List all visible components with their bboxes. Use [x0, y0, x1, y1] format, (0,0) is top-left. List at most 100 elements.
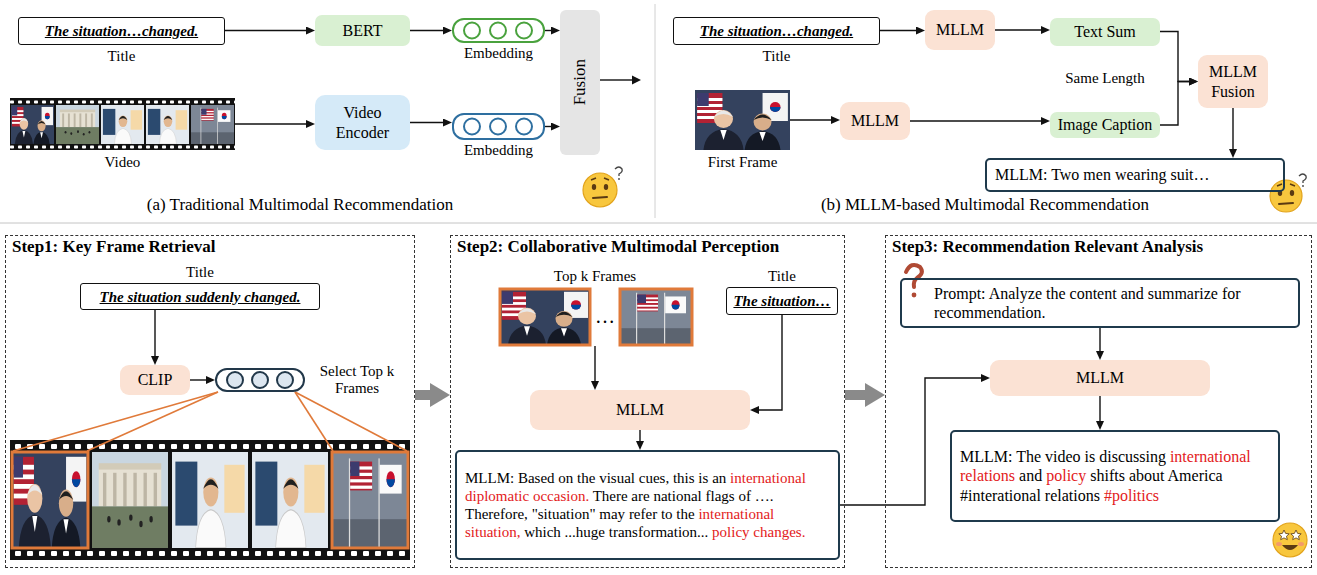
- step-panel: Step3: Recommendation Relevant AnalysisP…: [885, 235, 1312, 568]
- text-word: an: [712, 470, 730, 486]
- question-icon: [906, 265, 922, 287]
- first-frame-photo: [695, 90, 790, 150]
- text-word: video: [1045, 448, 1085, 465]
- confused-emoji: [618, 178, 620, 180]
- panel-heading: Step1: Key Frame Retrieval: [12, 237, 215, 257]
- text-word: relations: [960, 467, 1019, 484]
- image-frame: Video: [10, 98, 235, 150]
- side-label: Select Top k Frames: [311, 363, 403, 398]
- text-word: international: [1170, 448, 1251, 465]
- embedding-circles: [277, 372, 293, 388]
- happy-emoji: [1273, 523, 1307, 557]
- confused-emoji: [1302, 185, 1304, 187]
- video-filmstrip: [11, 105, 54, 144]
- text-word: MLLM:: [960, 448, 1016, 465]
- text-word: visual: [599, 470, 639, 486]
- embedding-circles: [464, 23, 480, 39]
- box-text: MLLM: The video is discussing internatio…: [960, 447, 1270, 505]
- under-label: Title: [108, 47, 136, 65]
- image-frame: First Frame: [695, 90, 790, 150]
- under-label: First Frame: [708, 153, 778, 171]
- ellipsis-mark: …: [595, 304, 615, 328]
- confused-emoji: [604, 184, 608, 190]
- key-frame-filmstrip: [92, 452, 168, 548]
- panel-separator: [655, 4, 656, 218]
- text-word: America: [1168, 467, 1223, 484]
- embedding-circles: [252, 372, 268, 388]
- box-text: Fusion: [570, 59, 590, 105]
- embedding-circles: [490, 23, 506, 39]
- confused-emoji: [583, 167, 622, 207]
- text-word: this: [673, 470, 698, 486]
- box-text: MLLM: [851, 111, 899, 130]
- text-word: situation,: [465, 524, 524, 540]
- box-text: MLLM: [936, 20, 984, 39]
- flow-arrow: [1160, 82, 1189, 126]
- selection-lines: [13, 392, 218, 451]
- happy-emoji: [1273, 523, 1307, 557]
- flow-arrow: [1099, 396, 1100, 421]
- output-box: MLLM: The video is discussing internatio…: [950, 430, 1280, 522]
- panel-heading: Step3: Recommendation Relevant Analysis: [892, 237, 1203, 257]
- first-frame-photo: [695, 90, 790, 150]
- confused-emoji: [1270, 174, 1306, 212]
- flow-arrow: [225, 30, 306, 31]
- fusion-box: Fusion: [560, 10, 600, 155]
- confused-emoji: [592, 184, 596, 190]
- confused-emoji: [591, 178, 609, 180]
- text-word: transformation...: [609, 524, 712, 540]
- text-word: MLLM:: [465, 470, 518, 486]
- flow-arrow: [545, 126, 551, 127]
- flow-arrow: [639, 430, 640, 441]
- box-text: MLLM: [616, 400, 664, 419]
- note-label: Same Length: [1065, 69, 1145, 87]
- video-filmstrip: [101, 105, 144, 144]
- box-text: The situation…changed.: [45, 22, 198, 40]
- happy-emoji: [1291, 530, 1301, 540]
- flow-arrow: [880, 30, 916, 31]
- under-label: Embedding: [464, 141, 533, 159]
- text-word: the: [577, 470, 599, 486]
- key-frame-filmstrip: [332, 452, 408, 548]
- box-text: CLIP: [138, 370, 173, 389]
- panel-heading: Step2: Collaborative Multimodal Percepti…: [457, 237, 779, 257]
- text-word: diplomatic: [465, 488, 533, 504]
- mllm-box: MLLM: [840, 102, 910, 140]
- key-frame-filmstrip: [172, 452, 248, 548]
- step-arrow: [415, 390, 430, 400]
- question-icon: [906, 265, 922, 298]
- title-box: TitleThe situation suddenly changed.: [80, 283, 320, 310]
- happy-emoji: [1279, 530, 1289, 540]
- happy-emoji: [1282, 545, 1298, 550]
- embedding-circles: [490, 119, 506, 135]
- video-filmstrip: [10, 98, 235, 150]
- flow-arrow: [995, 29, 1041, 30]
- text-word: to: [661, 506, 676, 522]
- fusion-output-arrow: [600, 79, 632, 80]
- text-word: policy: [1046, 467, 1090, 484]
- text-word: #interational: [960, 487, 1045, 504]
- output-box: MLLM: Two men wearing suit…: [985, 158, 1285, 192]
- text-word: international: [730, 470, 806, 486]
- step-arrow: [845, 390, 865, 400]
- selection-lines: [295, 392, 407, 451]
- box-text: MLLM: Two men wearing suit…: [995, 165, 1275, 184]
- panel-caption: (b) MLLM-based Multimodal Recommendation: [821, 195, 1149, 215]
- text-word: The: [1016, 448, 1045, 465]
- text-word: on: [558, 470, 577, 486]
- under-label: Title: [763, 47, 791, 65]
- video-filmstrip: [56, 105, 99, 144]
- flow-arrow: [410, 30, 443, 31]
- text-word: which: [524, 524, 564, 540]
- fusion-output-arrow: [632, 76, 641, 85]
- key-frame-filmstrip: [10, 549, 410, 558]
- fusion-output-arrow: [600, 76, 641, 85]
- key-frame-filmstrip: [12, 452, 88, 548]
- text-word: changes.: [753, 524, 805, 540]
- flow-arrow: [594, 346, 595, 381]
- embedding-circles: [516, 119, 532, 135]
- text-word: flags: [706, 488, 739, 504]
- top-k-frames: [500, 289, 692, 345]
- text-word: relations: [1045, 487, 1104, 504]
- key-frame-filmstrip: [332, 452, 408, 548]
